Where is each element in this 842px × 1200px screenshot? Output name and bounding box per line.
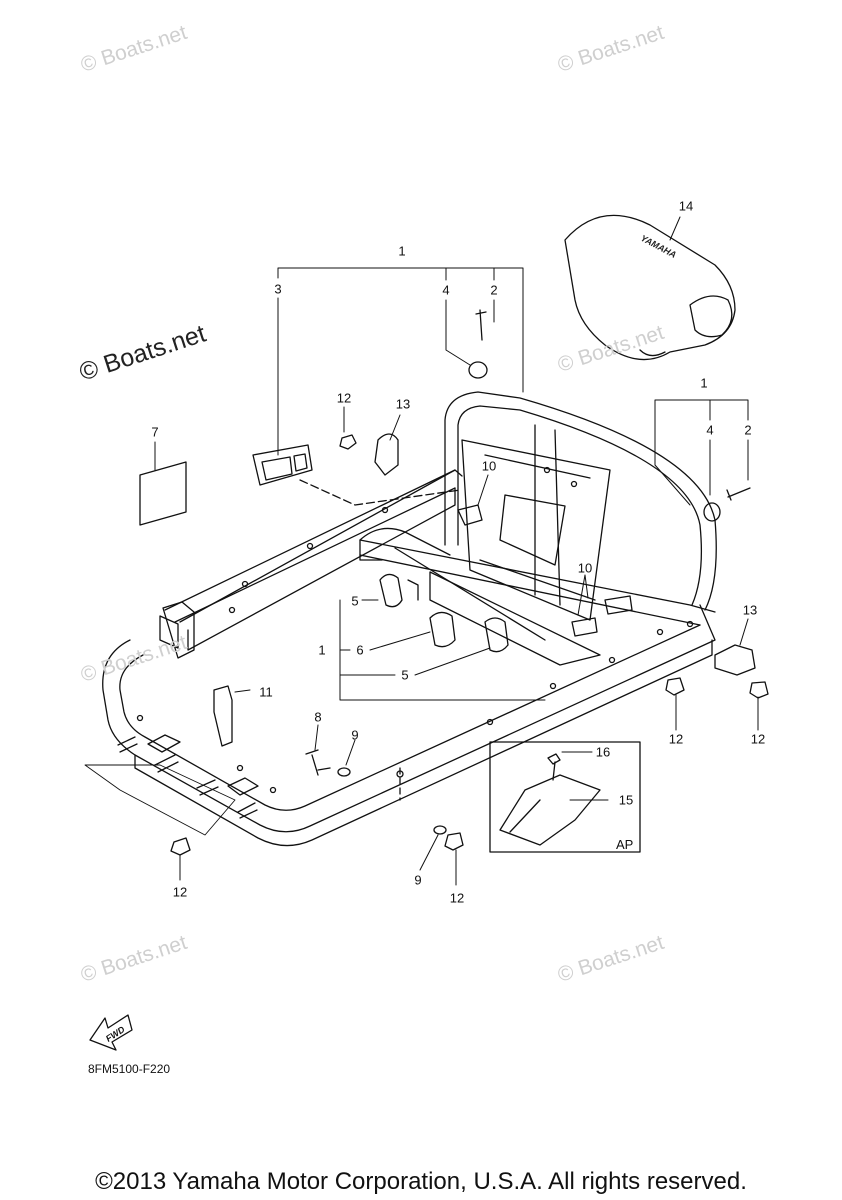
frame-left-rail-top xyxy=(159,469,463,649)
frame-front-edge xyxy=(134,639,713,847)
callout-1: 1 xyxy=(318,642,326,658)
pad-part-15 xyxy=(499,774,601,846)
tower-window xyxy=(499,494,566,566)
frame-outer-rail xyxy=(102,469,716,833)
callout-9: 9 xyxy=(351,727,359,743)
bolt-part-2-right xyxy=(726,487,751,501)
callout-12: 12 xyxy=(449,890,465,906)
callout-11: 11 xyxy=(259,684,273,700)
callout-7: 7 xyxy=(151,424,159,440)
callout-5: 5 xyxy=(401,667,409,683)
callout-5: 5 xyxy=(351,593,359,609)
callout-13: 13 xyxy=(742,602,758,618)
fwd-arrow xyxy=(89,1014,133,1051)
callout-6: 6 xyxy=(356,642,364,658)
rear-tower-plate xyxy=(461,439,611,621)
callout-15: 15 xyxy=(618,792,634,808)
callout-14: 14 xyxy=(678,198,694,214)
copyright-notice: ©2013 Yamaha Motor Corporation, U.S.A. A… xyxy=(95,1168,747,1195)
callout-4: 4 xyxy=(442,282,450,298)
callout-12: 12 xyxy=(668,731,684,747)
frame-bracket-left xyxy=(162,601,195,659)
screw-part-16 xyxy=(547,753,561,781)
clip-part-13-rear xyxy=(374,433,399,476)
bolt-part-2-top xyxy=(475,309,487,341)
nuts-part-12 xyxy=(170,434,769,856)
callout-8: 8 xyxy=(314,709,322,725)
callout-10: 10 xyxy=(577,560,593,576)
plate-part-3 xyxy=(252,444,461,506)
cover-part-14 xyxy=(564,214,736,361)
cover-brand: YAMAHA xyxy=(639,233,678,260)
bushing-part-4-top xyxy=(468,361,488,379)
frame-cross-member xyxy=(359,527,601,666)
tag-part-11 xyxy=(213,685,233,747)
callout-13: 13 xyxy=(395,396,411,412)
callout-12: 12 xyxy=(172,884,188,900)
inset-label-ap: AP xyxy=(616,837,634,852)
callout-4: 4 xyxy=(706,422,714,438)
callout-12: 12 xyxy=(750,731,766,747)
callout-3: 3 xyxy=(274,281,282,297)
callout-16: 16 xyxy=(595,744,611,760)
callout-10: 10 xyxy=(481,458,497,474)
washer-part-9-upper xyxy=(337,767,351,777)
bolts-part-10 xyxy=(457,504,633,637)
callout-12: 12 xyxy=(336,390,352,406)
callout-9: 9 xyxy=(414,872,422,888)
leader-lines xyxy=(154,216,759,886)
bushing-part-4-right xyxy=(703,502,721,522)
inset-box-ap xyxy=(489,741,641,853)
sticker-part-7 xyxy=(139,461,187,526)
diagram-code: 8FM5100-F220 xyxy=(88,1062,171,1076)
frame-left-rail-flange xyxy=(187,487,456,651)
rear-handle xyxy=(444,391,717,611)
tower-side xyxy=(534,424,561,606)
clip-part-13-right xyxy=(714,644,756,676)
bolt-part-8 xyxy=(305,749,331,776)
washer-part-9-lower xyxy=(433,825,447,835)
callout-2: 2 xyxy=(744,422,752,438)
front-studs xyxy=(84,734,259,836)
clamps-part-5-6 xyxy=(379,573,509,653)
callout-2: 2 xyxy=(490,282,498,298)
callout-1: 1 xyxy=(700,375,708,391)
callout-1: 1 xyxy=(398,243,406,259)
frame-inner-rail xyxy=(119,487,701,811)
